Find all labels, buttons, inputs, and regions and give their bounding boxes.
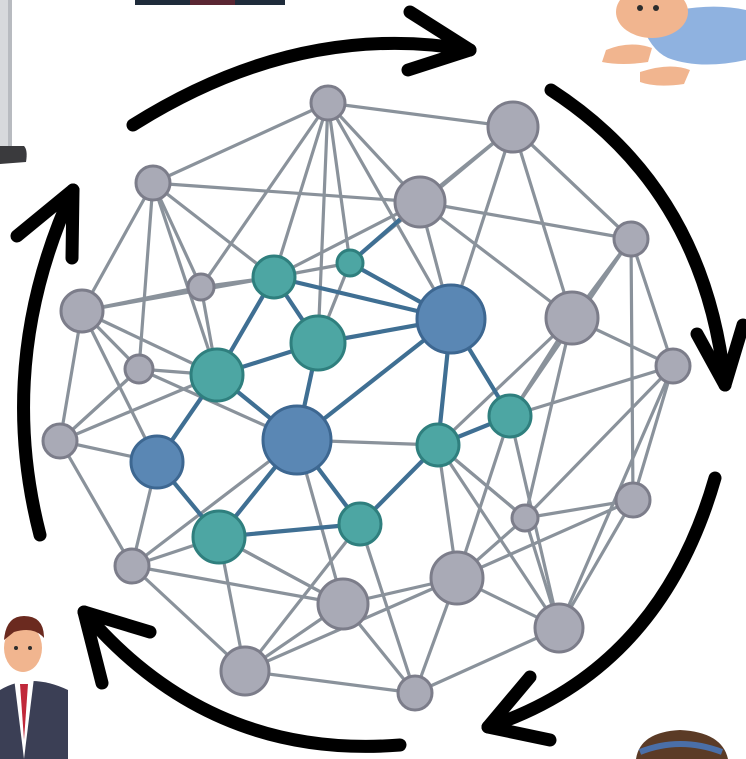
network-node-gray	[113, 547, 151, 585]
network-node-teal	[289, 314, 347, 372]
cycle-arrow-top	[126, 5, 477, 132]
elderly-person-icon	[636, 730, 728, 759]
network-edge	[58, 373, 219, 443]
network-node-gray	[123, 353, 155, 385]
network-node-gray	[41, 422, 79, 460]
network-edge	[151, 181, 276, 279]
network-edge	[436, 443, 561, 630]
network-node-gray	[316, 577, 370, 631]
network-edge	[508, 364, 675, 418]
network-edge	[455, 414, 512, 580]
network-node-gray	[219, 645, 271, 697]
network-edge	[151, 101, 330, 185]
network-node-gray	[393, 175, 447, 229]
cycle-arrows	[10, 5, 746, 753]
network-edge	[523, 316, 574, 520]
network-node-blue	[129, 434, 185, 490]
network-edge	[523, 364, 675, 520]
cycle-arrow-bottom	[77, 605, 407, 753]
network-edge	[326, 101, 453, 321]
network-edge	[151, 181, 422, 204]
network-edge	[243, 669, 417, 695]
cycle-arrow-bottom-right	[481, 471, 722, 747]
network-edge	[199, 101, 330, 289]
network-edge	[631, 364, 675, 502]
network-node-gray	[486, 100, 540, 154]
network-edge	[243, 522, 362, 673]
network-edge	[629, 237, 675, 368]
network-edge	[272, 101, 330, 279]
network-node-gray	[544, 290, 600, 346]
network-edge	[316, 101, 330, 345]
network-node-gray	[429, 550, 485, 606]
network-node-gray	[186, 272, 216, 302]
network-edge	[130, 564, 247, 673]
network-node-teal	[487, 393, 533, 439]
network-node-blue	[415, 283, 487, 355]
network-edge	[455, 498, 635, 580]
network-edge	[326, 101, 515, 129]
network-node-gray	[654, 347, 692, 385]
cycle-arrow-right	[544, 83, 746, 392]
network-nodes	[41, 84, 692, 712]
network-edge	[272, 200, 422, 279]
crawling-baby-icon	[602, 0, 746, 86]
network-edge	[151, 181, 203, 289]
network-node-gray	[396, 674, 434, 712]
network-node-teal	[189, 347, 245, 403]
monitor-stand-icon	[0, 0, 27, 164]
dark-object-icon	[135, 0, 285, 5]
cycle-arrow-left	[10, 183, 80, 542]
network-edge	[511, 125, 633, 241]
network-node-gray	[59, 288, 105, 334]
network-node-teal	[415, 422, 461, 468]
network-node-gray	[612, 220, 650, 258]
network-edge	[130, 564, 345, 606]
network-node-gray	[614, 481, 652, 519]
network-edge	[418, 200, 633, 241]
network-node-teal	[335, 248, 365, 278]
network-node-gray	[510, 503, 540, 533]
network-edge	[413, 626, 561, 695]
network-node-teal	[251, 254, 297, 300]
network-node-gray	[309, 84, 347, 122]
businessman-icon	[0, 616, 68, 759]
network-edge	[436, 316, 574, 447]
network-node-teal	[191, 509, 247, 565]
network-edge	[326, 101, 352, 265]
network-node-gray	[533, 602, 585, 654]
network-node-teal	[337, 501, 383, 547]
network-node-gray	[134, 164, 172, 202]
network-edge	[151, 181, 219, 377]
network-node-blue	[261, 404, 333, 476]
network-edge	[418, 200, 574, 320]
network-edge	[58, 439, 134, 568]
network-edge	[80, 181, 155, 313]
